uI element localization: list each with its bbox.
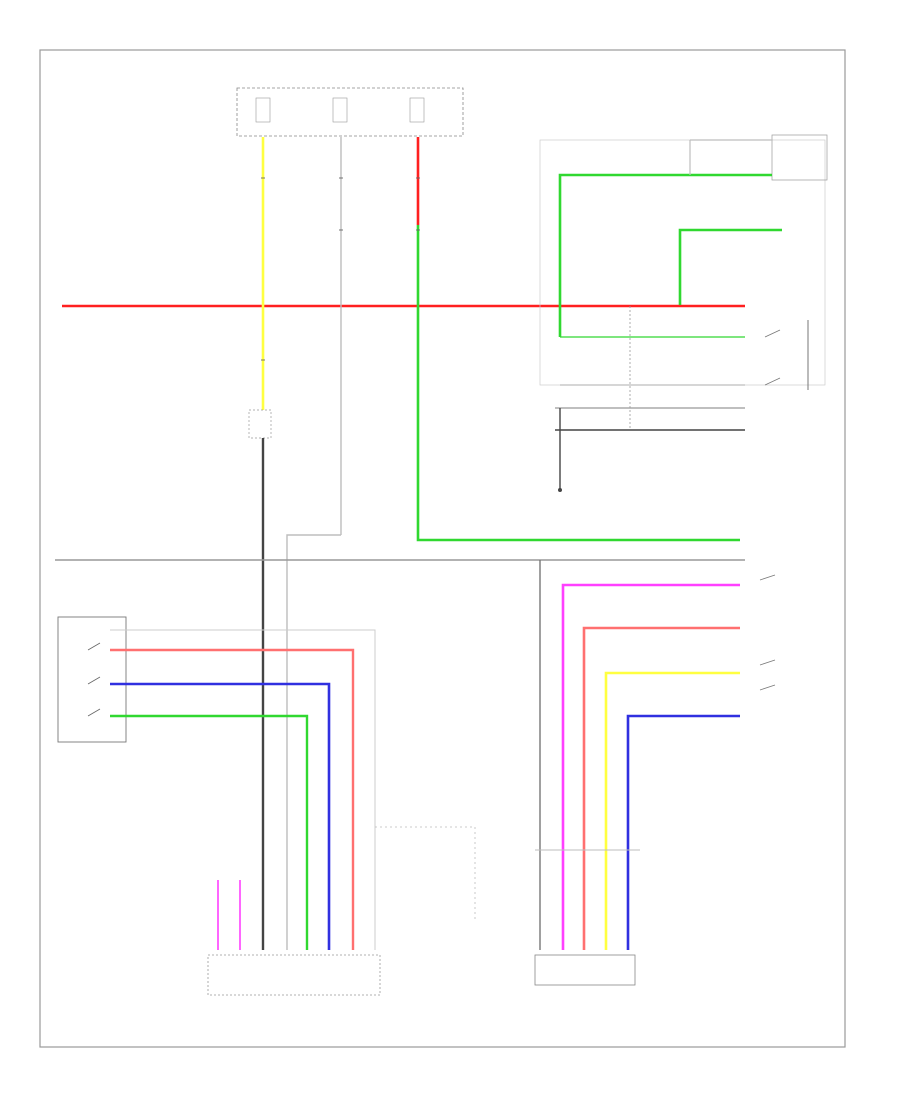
switch-contact-3 — [759, 684, 776, 691]
fuse-block — [236, 87, 464, 137]
wire-green-lh — [678, 228, 782, 305]
fuse-2 — [332, 97, 348, 123]
switch-blade-1 — [764, 329, 781, 338]
wire-green-fuse3 — [416, 225, 740, 542]
switch-blade-left-1 — [87, 642, 101, 651]
wire-magenta-right — [561, 583, 740, 950]
switch-blade-left-3 — [87, 708, 101, 717]
wire-pink-left — [110, 648, 355, 950]
switch-contact-1 — [759, 574, 776, 581]
wire-pink-right — [582, 626, 740, 950]
wire-blue-right — [626, 714, 740, 950]
ecu-connector-box — [207, 954, 381, 996]
ground-dashed-line — [375, 826, 476, 920]
wire-white-to-ecu — [286, 534, 341, 950]
switch-blade-left-2 — [87, 676, 101, 685]
wire-gray-switch — [110, 629, 376, 950]
ground-point — [558, 488, 562, 492]
front-motor-box — [771, 134, 828, 181]
heater-relay — [248, 409, 272, 439]
wire-green-upper — [558, 173, 772, 337]
front-seat-ecu-box — [534, 954, 636, 986]
upper-right-module — [539, 139, 826, 386]
fuse-1 — [255, 97, 271, 123]
fuse-3 — [409, 97, 425, 123]
fuse-block-outline — [236, 87, 464, 137]
wire-ticks — [261, 177, 420, 361]
seat-switch-box — [57, 616, 127, 743]
wire-blue-left — [110, 682, 331, 950]
wire-yellow-right — [604, 671, 740, 950]
switch-blade-2 — [764, 377, 781, 386]
diagram-frame — [39, 49, 846, 1048]
wire-green-left — [110, 714, 309, 950]
switch-contact-2 — [759, 659, 776, 666]
